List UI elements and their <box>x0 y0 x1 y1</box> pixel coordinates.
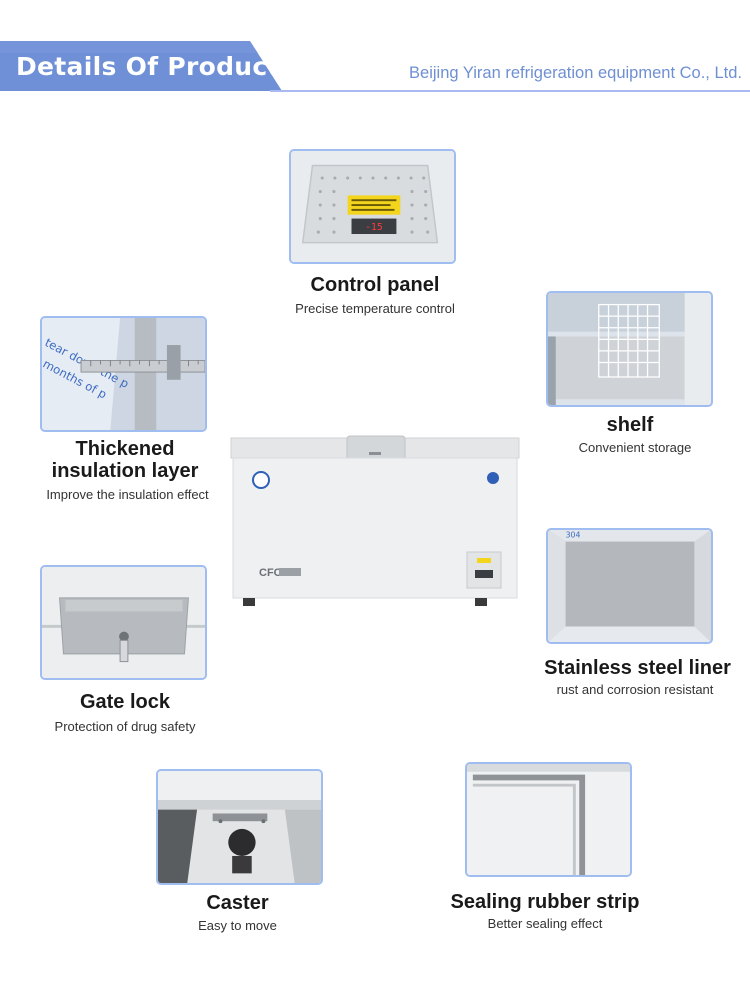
header-divider <box>270 90 750 92</box>
feature-subtitle-shelf: Convenient storage <box>578 440 692 455</box>
header-band <box>0 41 282 91</box>
page-title: Details Of Product <box>16 52 280 81</box>
feature-subtitle-liner: rust and corrosion resistant <box>556 682 714 697</box>
feature-subtitle-caster: Easy to move <box>198 918 277 933</box>
company-name: Beijing Yiran refrigeration equipment Co… <box>409 64 742 82</box>
temperature-readout: -15 <box>365 222 383 233</box>
feature-title-sealing: Sealing rubber strip <box>450 891 640 913</box>
chest-freezer-image: CFC <box>229 430 521 610</box>
caster-image <box>156 769 323 885</box>
feature-title-control-panel: Control panel <box>310 274 440 296</box>
feature-subtitle-insulation: Improve the insulation effect <box>46 487 209 502</box>
gate-lock-image <box>40 565 207 680</box>
freezer-brand-label: CFC <box>259 567 282 579</box>
feature-title-shelf: shelf <box>606 414 654 436</box>
feature-title-caster: Caster <box>206 892 269 914</box>
feature-title-liner: Stainless steel liner <box>544 657 731 679</box>
sealing-strip-image <box>465 762 632 877</box>
feature-title-gate-lock: Gate lock <box>79 691 171 713</box>
feature-title-insulation-line1: Thickened <box>75 438 175 460</box>
liner-image: 304 <box>546 528 713 644</box>
insulation-image: tear down the p months of p <box>40 316 207 432</box>
shelf-image <box>546 291 713 407</box>
liner-sticker-text: 304 <box>566 531 581 540</box>
feature-title-insulation-line2: insulation layer <box>51 460 199 482</box>
control-panel-image: -15 <box>289 149 456 264</box>
feature-subtitle-control-panel: Precise temperature control <box>295 301 455 316</box>
feature-subtitle-sealing: Better sealing effect <box>487 916 603 931</box>
feature-subtitle-gate-lock: Protection of drug safety <box>54 719 196 734</box>
